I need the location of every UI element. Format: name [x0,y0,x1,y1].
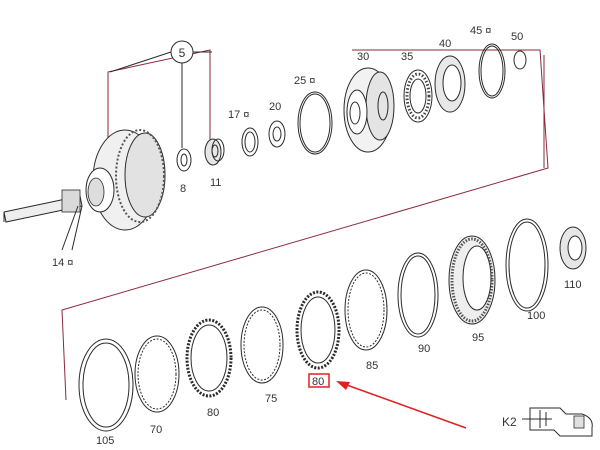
part-20-washer [268,120,286,148]
input-shaft-drum [3,129,166,251]
part-45-ring [478,43,506,99]
label-11: 11 [210,177,221,189]
k2-inset [522,407,593,437]
label-30: 30 [357,51,369,63]
label-40: 40 [439,38,451,50]
part-30-piston [343,67,395,153]
label-95: 95 [472,332,484,344]
label-17: 17 ¤ [228,109,249,121]
label-50: 50 [511,31,523,43]
highlight-box-80 [308,373,330,388]
label-35: 35 [401,51,413,63]
label-45: 45 ¤ [470,25,491,37]
label-85: 85 [366,360,378,372]
part-8-ring [176,148,192,172]
label-110: 110 [564,279,582,291]
part-80-friction-plate-b [295,290,341,370]
part-50-ring [513,50,527,70]
part-80-friction-plate-a [185,318,233,398]
part-110-washer [559,226,587,270]
part-35-spring-pack [403,69,433,123]
label-k2: K2 [502,415,517,429]
part-40-plate [434,55,466,113]
label-90: 90 [418,343,430,355]
part-90-plate [397,252,439,338]
label-20: 20 [269,101,281,113]
part-75-plate [240,306,284,384]
label-25: 25 ¤ [294,75,315,87]
label-70: 70 [150,424,162,436]
label-8: 8 [180,183,186,195]
part-100-ring [505,218,549,312]
assembly-frame [61,49,549,401]
part-70-plate [134,335,180,413]
callout-5: 5 [109,40,212,148]
highlight-arrow [336,381,467,429]
part-95-gear [448,235,496,325]
label-105: 105 [96,435,114,447]
part-85-plate [344,269,388,351]
label-80-a: 80 [207,407,219,419]
label-80-b: 80 [312,376,324,388]
label-5: 5 [179,46,186,60]
part-25-ring [297,91,333,155]
part-11-bearing [204,138,225,166]
label-75: 75 [265,393,277,405]
part-105-ring [78,338,134,432]
part-17-ring [241,127,259,157]
label-14: 14 ¤ [52,257,73,269]
label-100: 100 [527,310,545,322]
